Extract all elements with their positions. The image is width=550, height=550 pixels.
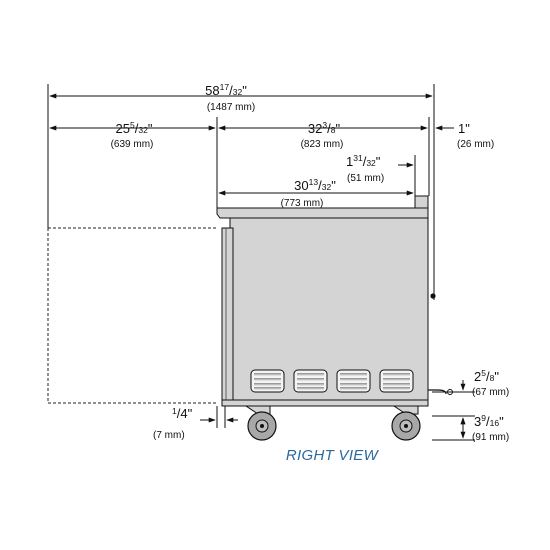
svg-text:(67 mm): (67 mm) [472, 387, 509, 398]
rear-caster-icon [391, 405, 421, 441]
dim-handle: 1" (26 mm) [457, 121, 494, 150]
svg-text:(51 mm): (51 mm) [347, 173, 384, 184]
svg-text:3013/32": 3013/32" [294, 177, 336, 193]
svg-text:(773 mm): (773 mm) [281, 198, 324, 209]
dim-backsplash: 131/32" (51 mm) [346, 153, 384, 184]
svg-text:(823 mm): (823 mm) [301, 139, 344, 150]
louver-vent [250, 369, 285, 393]
dim-door-swing: 255/32" (639 mm) [111, 120, 154, 150]
dim-caster-offset: 25/8" (67 mm) [472, 368, 509, 398]
view-label: RIGHT VIEW [286, 447, 380, 464]
svg-text:(7 mm): (7 mm) [153, 430, 185, 441]
svg-text:(1487 mm): (1487 mm) [207, 102, 255, 113]
louver-vent [379, 369, 414, 393]
front-caster-icon [244, 405, 277, 441]
extension-lines [47, 84, 475, 441]
louver-vents [250, 369, 414, 393]
svg-text:(639 mm): (639 mm) [111, 139, 154, 150]
dim-door-gap: 1/4" (7 mm) [153, 406, 193, 441]
svg-text:5817/32": 5817/32" [205, 82, 247, 98]
dim-depth: 323/8" (823 mm) [301, 120, 344, 150]
svg-text:25/8": 25/8" [474, 368, 499, 384]
cord-plug-icon [447, 389, 453, 395]
louver-vent [336, 369, 371, 393]
svg-text:131/32": 131/32" [346, 153, 381, 169]
rear-knob-icon [430, 293, 436, 299]
svg-text:1/4": 1/4" [172, 406, 193, 421]
dim-caster-height: 39/16" (91 mm) [472, 413, 509, 443]
svg-text:39/16": 39/16" [474, 413, 504, 429]
door-swing-outline [47, 227, 217, 404]
dimension-lines [49, 93, 466, 439]
casters [244, 389, 453, 441]
svg-text:(26 mm): (26 mm) [457, 139, 494, 150]
dim-overall-width: 5817/32" (1487 mm) [205, 82, 255, 113]
louver-vent [293, 369, 328, 393]
svg-text:(91 mm): (91 mm) [472, 432, 509, 443]
svg-text:255/32": 255/32" [116, 120, 153, 136]
svg-text:323/8": 323/8" [308, 120, 341, 136]
svg-text:1": 1" [458, 121, 470, 136]
dim-cabinet-depth: 3013/32" (773 mm) [281, 177, 337, 209]
